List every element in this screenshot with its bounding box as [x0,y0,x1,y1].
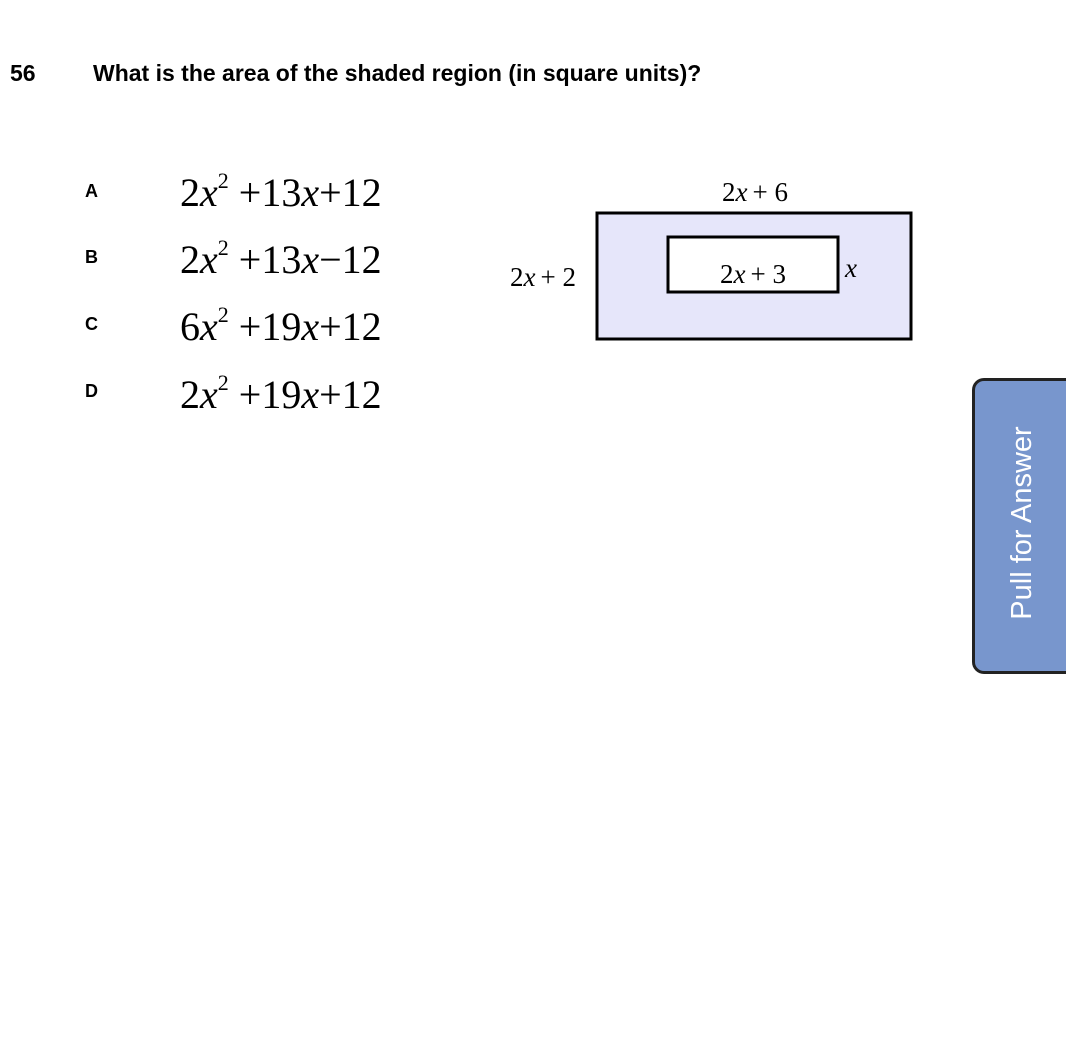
outer-width-label: 2x+ 6 [722,177,788,207]
inner-width-var: x [733,259,746,289]
question-text: What is the area of the shaded region (i… [93,60,702,86]
choice-d-linear: +19 [238,372,302,417]
inner-width-label: 2x+ 3 [720,259,786,289]
pull-for-answer-tab[interactable]: Pull for Answer [972,378,1066,674]
choice-letter-d: D [85,381,98,401]
inner-height-var: x [844,253,857,283]
choice-b-coef: 2 [180,237,200,282]
choice-expression-c: 6x2 +19x+12 [180,302,382,350]
choice-a-constant: +12 [319,170,382,215]
outer-height-const: + 2 [540,262,575,292]
question-number: 56 [10,60,36,86]
outer-height-label: 2x+ 2 [510,262,576,292]
outer-height-var: x [523,262,536,292]
choice-d-coef: 2 [180,372,200,417]
outer-width-const: + 6 [752,177,787,207]
choice-c-constant: +12 [319,304,382,349]
inner-width-const: + 3 [750,259,785,289]
choice-expression-d: 2x2 +19x+12 [180,370,382,418]
outer-width-var: x [735,177,748,207]
choice-b-linear: +13 [238,237,302,282]
choice-letter-a: A [85,181,98,201]
choice-letter-b: B [85,247,98,267]
choice-expression-b: 2x2 +13x−12 [180,235,382,283]
choice-d-constant: +12 [319,372,382,417]
inner-rectangle [666,235,840,294]
choice-c-linear: +19 [238,304,302,349]
choice-letter-c: C [85,314,98,334]
pull-for-answer-label: Pull for Answer [1006,426,1038,620]
inner-width-coef: 2 [720,259,734,289]
inner-height-label: x [844,253,857,283]
choice-b-constant: −12 [319,237,382,282]
choice-a-linear: +13 [238,170,302,215]
choice-expression-a: 2x2 +13x+12 [180,168,382,216]
outer-width-coef: 2 [722,177,736,207]
choice-c-coef: 6 [180,304,200,349]
outer-height-coef: 2 [510,262,524,292]
choice-a-coef: 2 [180,170,200,215]
